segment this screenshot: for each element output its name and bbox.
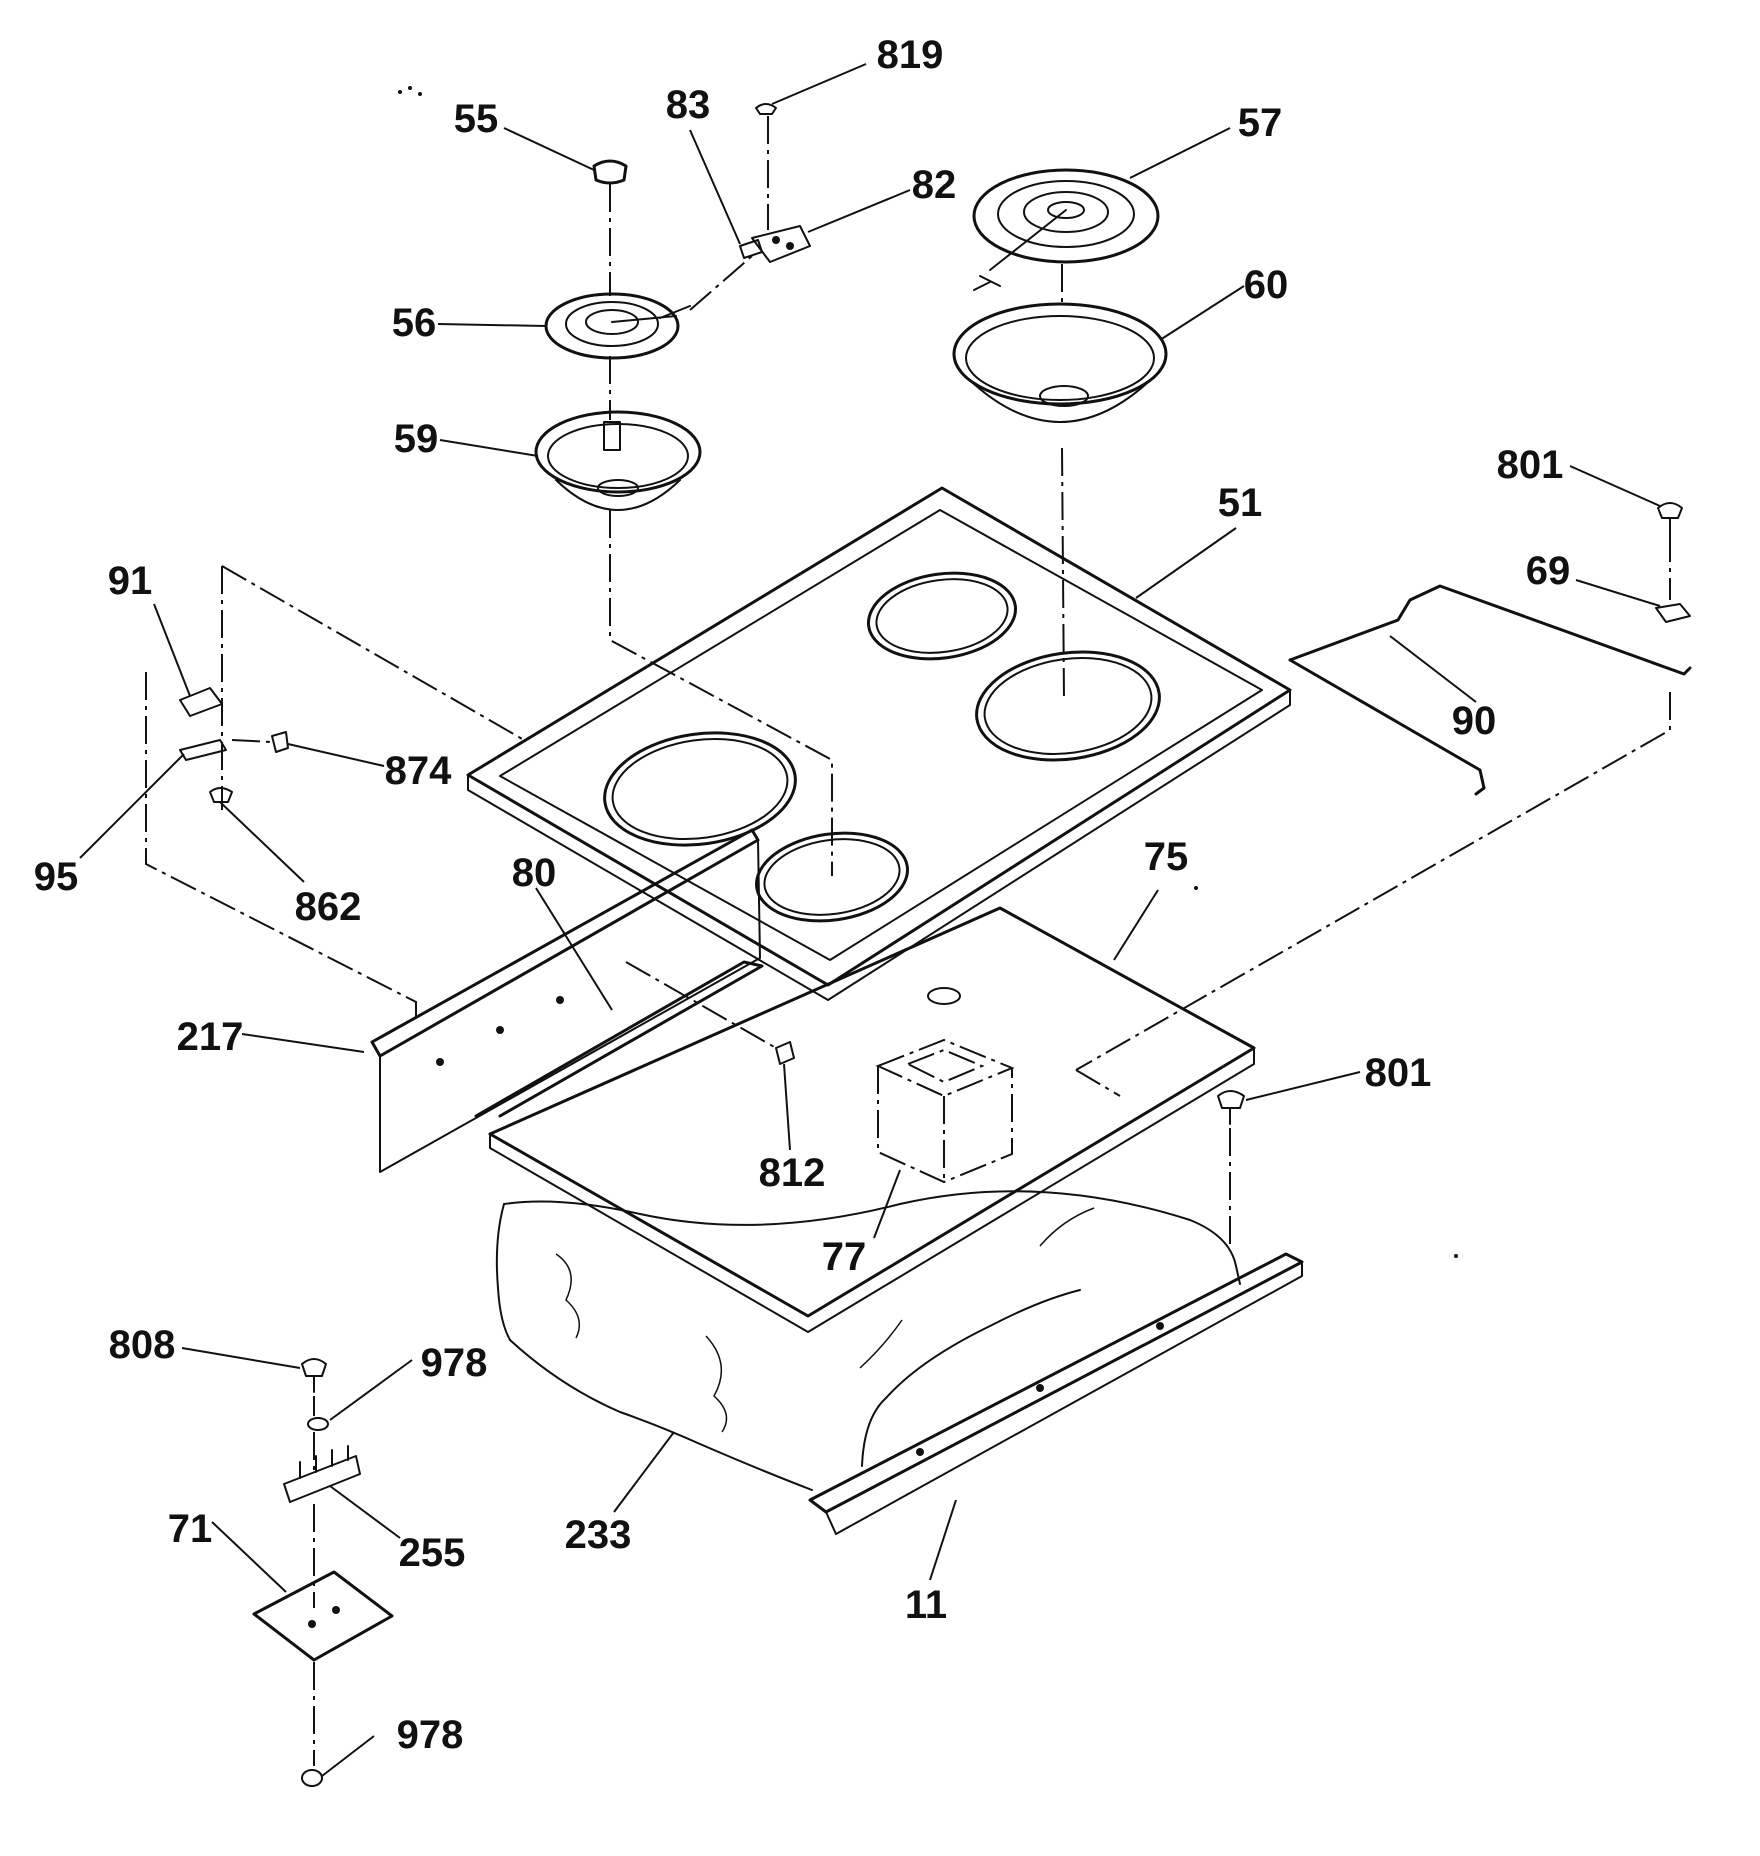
- callout-217: 217: [177, 1015, 244, 1059]
- callout-233: 233: [565, 1513, 632, 1557]
- callout-862: 862: [295, 885, 362, 929]
- callout-801-top: 801: [1497, 443, 1564, 487]
- callout-95: 95: [34, 855, 79, 899]
- callout-978-bottom: 978: [397, 1713, 464, 1757]
- screw-812: [775, 1041, 795, 1065]
- screw-862: [209, 787, 233, 803]
- callout-91: 91: [108, 559, 153, 603]
- knob-55: [592, 159, 628, 185]
- cooktop-51: [466, 486, 1292, 1001]
- callout-801-mid: 801: [1365, 1051, 1432, 1095]
- washer-978-bottom: [301, 1769, 323, 1787]
- bottom-panel-75: [488, 906, 1256, 1333]
- leader-lines: [79, 63, 1661, 1777]
- bracket-91: [179, 687, 223, 717]
- drip-pan-59: [534, 410, 702, 511]
- callout-11: 11: [905, 1583, 947, 1627]
- burner-element-56: [544, 292, 691, 360]
- channel-80: [474, 960, 764, 1118]
- callout-255: 255: [399, 1531, 466, 1575]
- callout-819: 819: [877, 33, 944, 77]
- scan-specks: [398, 86, 1458, 1258]
- washer-978-top: [307, 1417, 329, 1431]
- callout-60: 60: [1244, 263, 1289, 307]
- burner-element-57: [972, 168, 1160, 291]
- callout-874: 874: [385, 749, 452, 793]
- callout-59: 59: [394, 417, 439, 461]
- clip-69: [1655, 603, 1691, 623]
- callout-90: 90: [1452, 699, 1497, 743]
- screw-801-mid: [1217, 1090, 1245, 1125]
- callout-69: 69: [1526, 549, 1571, 593]
- callout-71: 71: [168, 1507, 213, 1551]
- callout-57: 57: [1238, 101, 1283, 145]
- support-rod-90: [1288, 584, 1692, 796]
- screw-808: [301, 1358, 327, 1393]
- terminal-block-83: [739, 239, 763, 259]
- callout-978-top: 978: [421, 1341, 488, 1385]
- shield-plate-71: [252, 1570, 394, 1662]
- assembly-centerlines: [145, 116, 1671, 1766]
- callout-75: 75: [1144, 835, 1189, 879]
- drip-pan-60: [952, 302, 1168, 423]
- infinite-switch-82: [751, 225, 811, 263]
- terminal-block-255: [283, 1445, 361, 1503]
- box-77: [875, 1038, 1015, 1184]
- insulation-233: [495, 1190, 1241, 1491]
- callout-812: 812: [759, 1151, 826, 1195]
- screw-874: [271, 731, 289, 753]
- callout-56: 56: [392, 301, 437, 345]
- callout-82: 82: [912, 163, 957, 207]
- callout-55: 55: [454, 97, 499, 141]
- callout-51: 51: [1218, 481, 1263, 525]
- callout-808: 808: [109, 1323, 176, 1367]
- front-trim-11: [808, 1252, 1304, 1535]
- clip-95: [179, 739, 227, 761]
- screw-801-top: [1657, 502, 1683, 535]
- front-rail-217: [370, 828, 761, 1173]
- screw-819: [755, 103, 777, 115]
- callout-labels: 55 819 83 82 57 56 60 59 801 51 69 91 90…: [34, 33, 1571, 1757]
- callout-80: 80: [512, 851, 557, 895]
- callout-83: 83: [666, 83, 711, 127]
- callout-77: 77: [822, 1235, 867, 1279]
